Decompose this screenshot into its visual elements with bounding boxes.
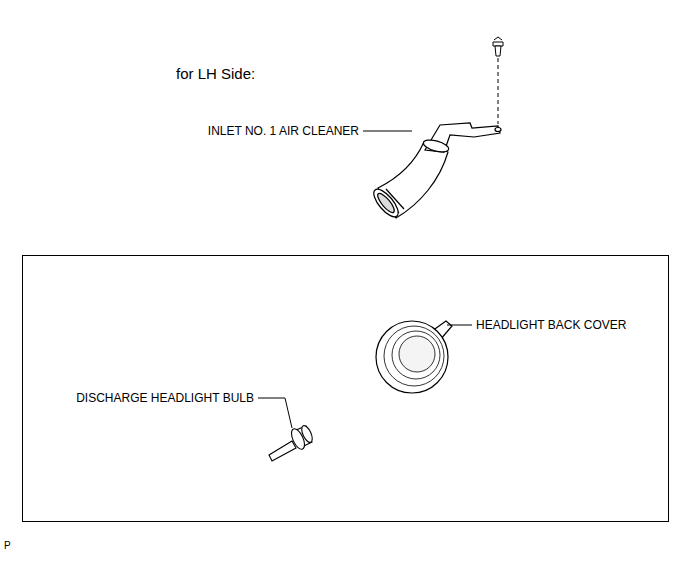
part-name: DISCHARGE HEADLIGHT BULB bbox=[75, 391, 255, 406]
figure-code: P bbox=[3, 539, 12, 552]
part-name: HEADLIGHT BACK COVER bbox=[475, 318, 627, 333]
group-frame bbox=[23, 256, 669, 522]
install-direction-line bbox=[498, 58, 499, 124]
leader-line bbox=[258, 131, 472, 428]
side-note: for LH Side: bbox=[175, 65, 256, 83]
part-name: INLET NO. 1 AIR CLEANER bbox=[207, 124, 360, 139]
air-inlet-illustration bbox=[370, 123, 501, 221]
bulb-illustration bbox=[269, 424, 314, 461]
clip-symbol bbox=[493, 37, 503, 56]
back-cover-illustration bbox=[376, 321, 452, 393]
